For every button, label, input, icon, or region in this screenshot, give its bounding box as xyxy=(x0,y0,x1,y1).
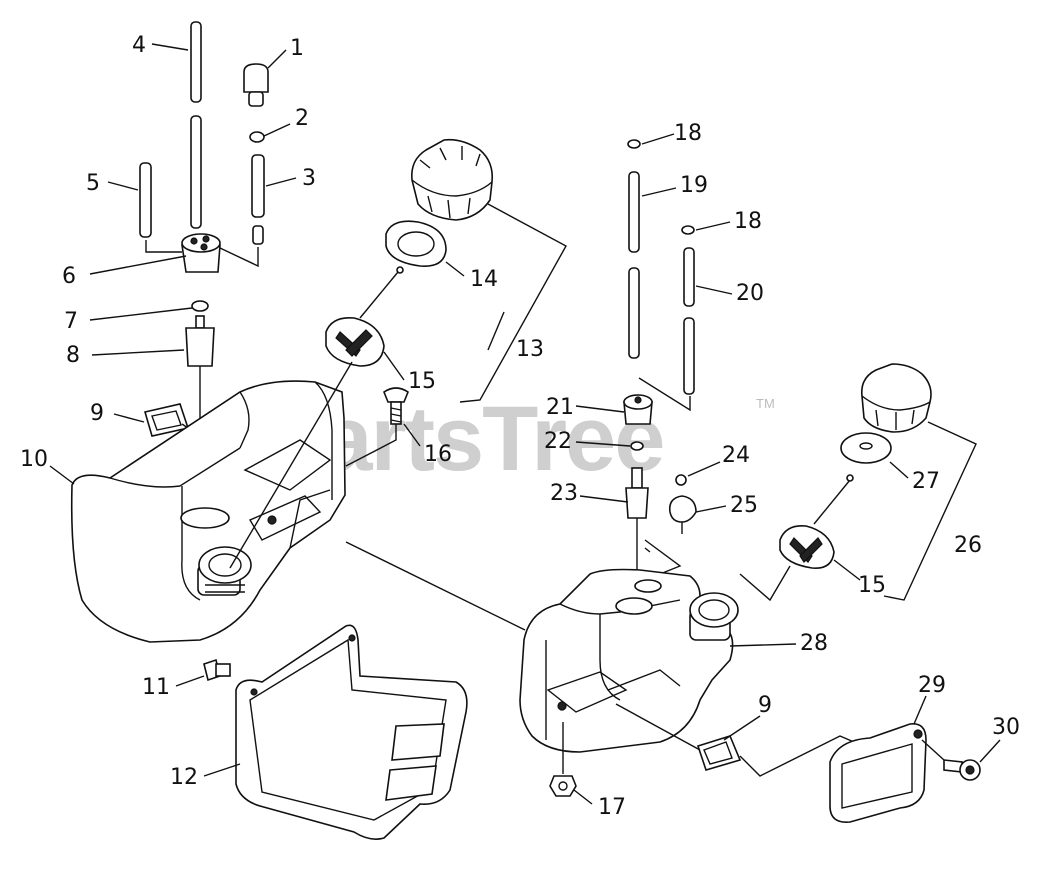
label-14: 14 xyxy=(470,267,498,292)
bracket-26 xyxy=(883,421,977,601)
label-10: 10 xyxy=(20,447,48,472)
part-30-screw xyxy=(943,759,981,781)
label-18-second: 18 xyxy=(734,209,762,234)
label-28: 28 xyxy=(800,631,828,656)
part-4-fuel-line xyxy=(190,21,202,229)
part-22-ring xyxy=(630,441,644,451)
part-13-fuel-cap xyxy=(410,138,494,221)
part-6-grommet xyxy=(181,233,221,273)
guide-line xyxy=(219,247,259,268)
part-25-valve xyxy=(668,495,697,534)
guide-line xyxy=(644,539,682,575)
part-17-nut xyxy=(549,775,577,797)
label-4: 4 xyxy=(132,33,146,58)
guide-line xyxy=(739,565,791,602)
part-16-screw xyxy=(383,387,409,425)
label-16: 16 xyxy=(424,442,452,467)
label-6: 6 xyxy=(62,264,76,289)
guide-line xyxy=(638,377,691,412)
part-27-gasket xyxy=(840,432,892,464)
part-12-guard-plate xyxy=(235,624,468,840)
part-10-fuel-tank xyxy=(70,380,346,643)
label-2: 2 xyxy=(295,106,309,131)
part-2-o-ring xyxy=(249,131,265,143)
label-5: 5 xyxy=(86,171,100,196)
label-29: 29 xyxy=(918,673,946,698)
label-3: 3 xyxy=(302,166,316,191)
part-1-plug xyxy=(243,63,269,107)
label-13: 13 xyxy=(516,337,544,362)
label-9: 9 xyxy=(90,401,104,426)
label-30: 30 xyxy=(992,715,1020,740)
label-19: 19 xyxy=(680,173,708,198)
label-26: 26 xyxy=(954,533,982,558)
part-20-tube xyxy=(683,247,695,395)
part-8-fuel-filter xyxy=(185,315,215,367)
guide-line xyxy=(229,361,353,569)
label-11: 11 xyxy=(142,675,170,700)
guide-line xyxy=(921,739,945,761)
label-21: 21 xyxy=(546,395,574,420)
part-18-plug-right xyxy=(681,225,695,235)
part-3-tube xyxy=(251,154,265,245)
part-11-screw xyxy=(203,658,231,682)
part-29-plate xyxy=(829,723,927,823)
part-19-fuel-line xyxy=(628,171,640,359)
label-25: 25 xyxy=(730,493,758,518)
label-12: 12 xyxy=(170,765,198,790)
label-1: 1 xyxy=(290,36,304,61)
label-22: 22 xyxy=(544,429,572,454)
part-26-fuel-cap xyxy=(860,363,932,433)
part-23-fuel-filter xyxy=(625,467,649,519)
guide-line xyxy=(345,424,397,467)
part-18-plug-top xyxy=(627,139,641,149)
label-8: 8 xyxy=(66,343,80,368)
part-5-vent-tube xyxy=(139,162,152,238)
guide-line xyxy=(615,703,701,751)
guide-line xyxy=(145,240,182,253)
part-15-vent-right xyxy=(779,474,854,569)
label-7: 7 xyxy=(64,309,78,334)
part-14-gasket xyxy=(385,220,447,267)
label-17: 17 xyxy=(598,795,626,820)
label-20: 20 xyxy=(736,281,764,306)
guide-line xyxy=(345,541,526,631)
label-15-right: 15 xyxy=(858,573,886,598)
bracket-13 xyxy=(459,203,567,403)
part-9-grommet-right xyxy=(696,735,742,771)
label-27: 27 xyxy=(912,469,940,494)
part-number-labels: 4 1 2 3 5 6 7 8 9 10 11 12 13 14 15 16 1… xyxy=(20,33,1020,820)
part-15-vent xyxy=(325,266,404,367)
part-21-grommet xyxy=(623,394,653,425)
leader-lines xyxy=(49,43,1001,805)
part-7-ring xyxy=(191,300,209,312)
label-9-right: 9 xyxy=(758,693,772,718)
trademark-symbol: TM xyxy=(756,396,775,411)
label-23: 23 xyxy=(550,481,578,506)
label-24: 24 xyxy=(722,443,750,468)
part-24-check-valve xyxy=(675,474,687,486)
part-28-fuel-tank xyxy=(519,568,739,753)
label-18: 18 xyxy=(674,121,702,146)
label-15: 15 xyxy=(408,369,436,394)
